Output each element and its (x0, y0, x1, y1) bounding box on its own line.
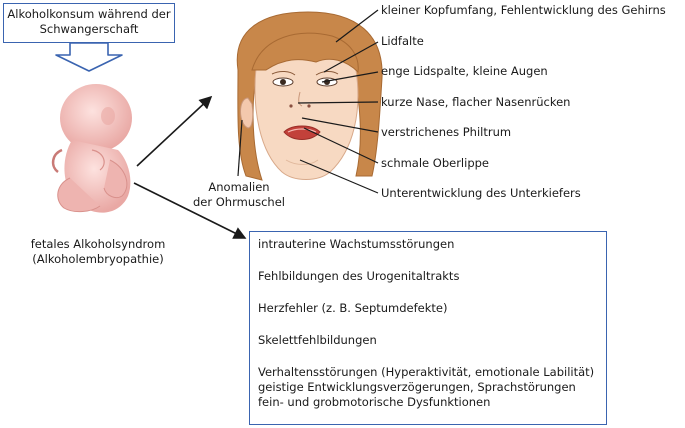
arrow-to-box (133, 182, 247, 239)
ear-label: Anomalien der Ohrmuschel (184, 180, 294, 210)
label-upper-lip: schmale Oberlippe (381, 156, 489, 170)
finding-behavior: Verhaltensstörungen (Hyperaktivität, emo… (258, 365, 595, 379)
finding-skeletal: Skelettfehlbildungen (258, 333, 377, 347)
finding-urogenital: Fehlbildungen des Urogenitaltrakts (258, 269, 460, 283)
callout-line-1: Alkoholkonsum während der (7, 7, 171, 21)
label-palpebral-fissure: enge Lidspalte, kleine Augen (381, 64, 548, 78)
embryo-label-line-2: (Alkoholembryopathie) (32, 252, 164, 266)
embryo-label: fetales Alkoholsyndrom (Alkoholembryopat… (18, 237, 178, 267)
ear-label-line-2: der Ohrmuschel (193, 195, 285, 209)
label-jaw: Unterentwicklung des Unterkiefers (381, 186, 581, 200)
embryo-illustration (51, 84, 132, 213)
embryo-label-line-1: fetales Alkoholsyndrom (30, 237, 166, 251)
finding-heart: Herzfehler (z. B. Septumdefekte) (258, 301, 448, 315)
finding-motor: fein- und grobmotorische Dysfunktionen (258, 395, 491, 409)
callout-arrow (55, 42, 123, 72)
ear (240, 97, 254, 129)
arrow-to-face (136, 95, 213, 167)
finding-growth: intrauterine Wachstumsstörungen (258, 237, 455, 251)
label-eyelid-fold: Lidfalte (381, 34, 424, 48)
finding-development: geistige Entwicklungsverzögerungen, Spra… (258, 380, 576, 394)
label-philtrum: verstrichenes Philtrum (381, 125, 512, 139)
label-head-size: kleiner Kopfumfang, Fehlentwicklung des … (381, 3, 666, 17)
cause-callout: Alkoholkonsum während der Schwangerschaf… (3, 3, 175, 43)
findings-box: intrauterine Wachstumsstörungen Fehlbild… (249, 231, 607, 425)
label-nose: kurze Nase, flacher Nasenrücken (381, 95, 571, 109)
ear-label-line-1: Anomalien (208, 180, 270, 194)
callout-line-2: Schwangerschaft (39, 22, 139, 36)
mouth (283, 125, 321, 140)
